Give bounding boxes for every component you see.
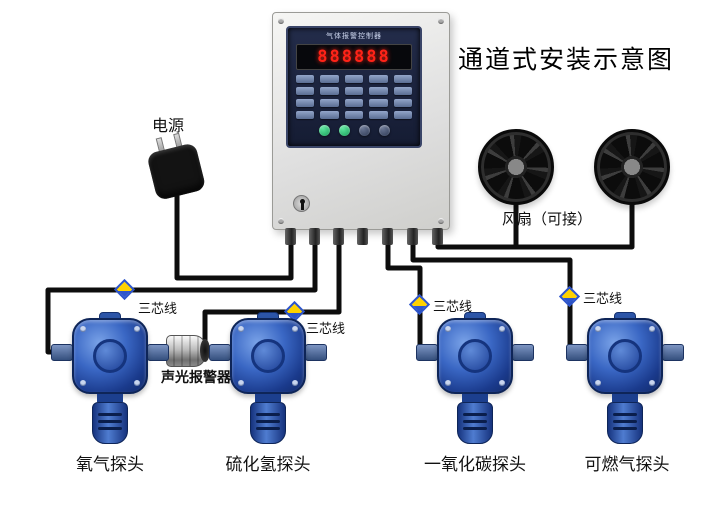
keyhole-lock-icon xyxy=(293,195,310,212)
detector-co xyxy=(416,312,534,448)
sensor-head xyxy=(250,402,286,444)
detector-body xyxy=(230,318,306,394)
wire-junction-diamond xyxy=(558,285,581,308)
panel-button-grid xyxy=(296,75,412,119)
wire-junction-diamond xyxy=(113,278,136,301)
cable-gland xyxy=(309,228,320,245)
cable-gland xyxy=(407,228,418,245)
wire-label: 三芯线 xyxy=(306,321,346,336)
screw-icon xyxy=(278,218,284,224)
wire-label: 三芯线 xyxy=(583,291,623,306)
detector-label: 一氧化碳探头 xyxy=(424,455,526,474)
round-button xyxy=(338,125,350,136)
power-label: 电源 xyxy=(152,118,185,135)
led-display: 888888 xyxy=(296,44,412,70)
detector-label: 可燃气探头 xyxy=(584,455,670,474)
round-button xyxy=(378,125,390,136)
power-plug xyxy=(141,128,215,205)
alarm-label: 声光报警器 xyxy=(161,369,231,385)
wire-label: 三芯线 xyxy=(433,299,473,314)
cable-gland xyxy=(357,228,368,245)
panel-round-buttons xyxy=(288,125,420,136)
panel-title: 气体报警控制器 xyxy=(326,33,382,40)
conduit-port-right xyxy=(512,344,534,361)
sensor-head xyxy=(92,402,128,444)
detector-h2s xyxy=(209,312,327,448)
cable-gland xyxy=(333,228,344,245)
round-button xyxy=(358,125,370,136)
conduit-port-right xyxy=(662,344,684,361)
display-digits: 888888 xyxy=(317,47,391,67)
detector-body xyxy=(72,318,148,394)
alarm-horn-icon xyxy=(200,339,210,362)
detector-oxygen xyxy=(51,312,169,448)
screw-icon xyxy=(438,218,444,224)
fan-left xyxy=(478,129,554,205)
detector-body xyxy=(437,318,513,394)
conduit-port-right xyxy=(147,344,169,361)
cable-gland xyxy=(285,228,296,245)
detector-window xyxy=(608,339,642,373)
screw-icon xyxy=(438,18,444,24)
round-button xyxy=(318,125,330,136)
wire-power xyxy=(174,193,294,281)
cable-gland xyxy=(382,228,393,245)
cable-gland xyxy=(432,228,443,245)
diagram-title: 通道式安装示意图 xyxy=(458,45,675,74)
plug-body xyxy=(146,142,207,201)
sensor-head xyxy=(607,402,643,444)
wire-label: 三芯线 xyxy=(138,301,178,316)
detector-window xyxy=(251,339,285,373)
detector-body xyxy=(587,318,663,394)
detector-label: 氧气探头 xyxy=(76,455,144,474)
detector-label: 硫化氢探头 xyxy=(225,455,311,474)
controller-panel: 气体报警控制器 888888 xyxy=(286,26,422,148)
conduit-port-left xyxy=(51,344,73,361)
conduit-port-left xyxy=(566,344,588,361)
detector-combustible xyxy=(566,312,684,448)
conduit-port-left xyxy=(416,344,438,361)
controller-box: 气体报警控制器 888888 xyxy=(272,12,450,230)
detector-window xyxy=(93,339,127,373)
wire-junction-diamond xyxy=(408,293,431,316)
fan-right xyxy=(594,129,670,205)
fan-label: 风扇（可接） xyxy=(502,211,593,228)
conduit-port-left xyxy=(209,344,231,361)
detector-window xyxy=(458,339,492,373)
sensor-head xyxy=(457,402,493,444)
conduit-port-right xyxy=(305,344,327,361)
screw-icon xyxy=(278,18,284,24)
sound-light-alarm xyxy=(159,335,212,367)
